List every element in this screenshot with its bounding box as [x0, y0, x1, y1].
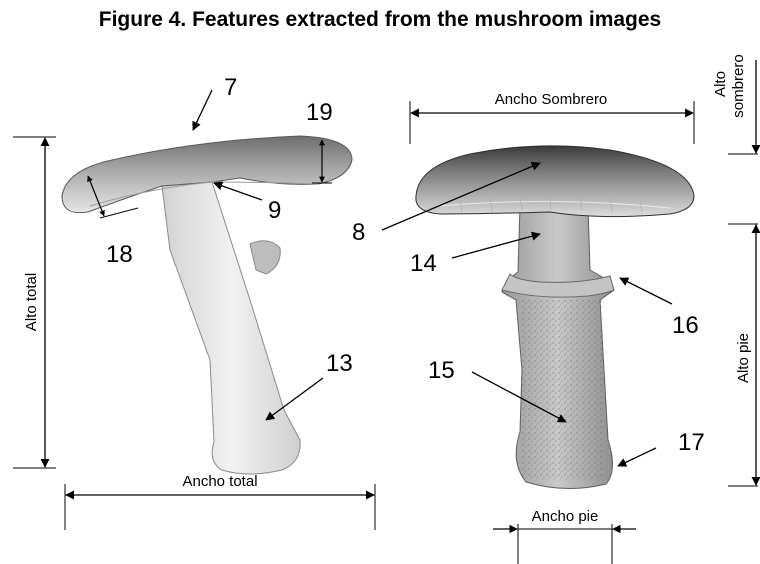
callout-14: 14 — [410, 250, 437, 277]
left-stem — [162, 182, 300, 474]
callout-arrow-7 — [193, 90, 212, 130]
left-ring — [250, 241, 280, 274]
callout-arrow-16 — [620, 278, 672, 304]
left-mushroom — [62, 136, 352, 474]
callout-15: 15 — [428, 357, 455, 384]
callout-16: 16 — [672, 312, 699, 339]
callout-arrow-17 — [618, 448, 656, 466]
callout-19: 19 — [306, 99, 333, 126]
callout-9: 9 — [268, 197, 281, 224]
callout-18: 18 — [106, 241, 133, 268]
dimension-ancho-sombrero: Ancho Sombrero — [410, 91, 694, 144]
dimension-ancho-pie: Ancho pie — [493, 508, 636, 564]
callout-13: 13 — [326, 350, 353, 377]
label-ancho-total: Ancho total — [182, 473, 257, 490]
dimension-alto-pie: Alto pie — [728, 300, 758, 486]
right-mushroom — [416, 146, 694, 489]
label-alto-pie: Alto pie — [735, 333, 752, 383]
callout-7: 7 — [224, 74, 237, 101]
label-alto-sombrero-line2: sombrero — [730, 54, 747, 117]
dimension-alto-sombrero: Alto sombrero — [712, 54, 758, 300]
label-alto-total: Alto total — [23, 273, 40, 331]
dimension-alto-total: Alto total — [13, 137, 56, 468]
label-alto-sombrero-line1: Alto — [712, 71, 729, 97]
tick-18 — [100, 208, 138, 218]
label-ancho-sombrero: Ancho Sombrero — [495, 91, 608, 108]
callout-arrow-9 — [214, 183, 262, 200]
callout-17: 17 — [678, 429, 705, 456]
callout-8: 8 — [352, 219, 365, 246]
label-ancho-pie: Ancho pie — [532, 508, 599, 525]
dimension-ancho-total: Ancho total — [65, 473, 375, 530]
